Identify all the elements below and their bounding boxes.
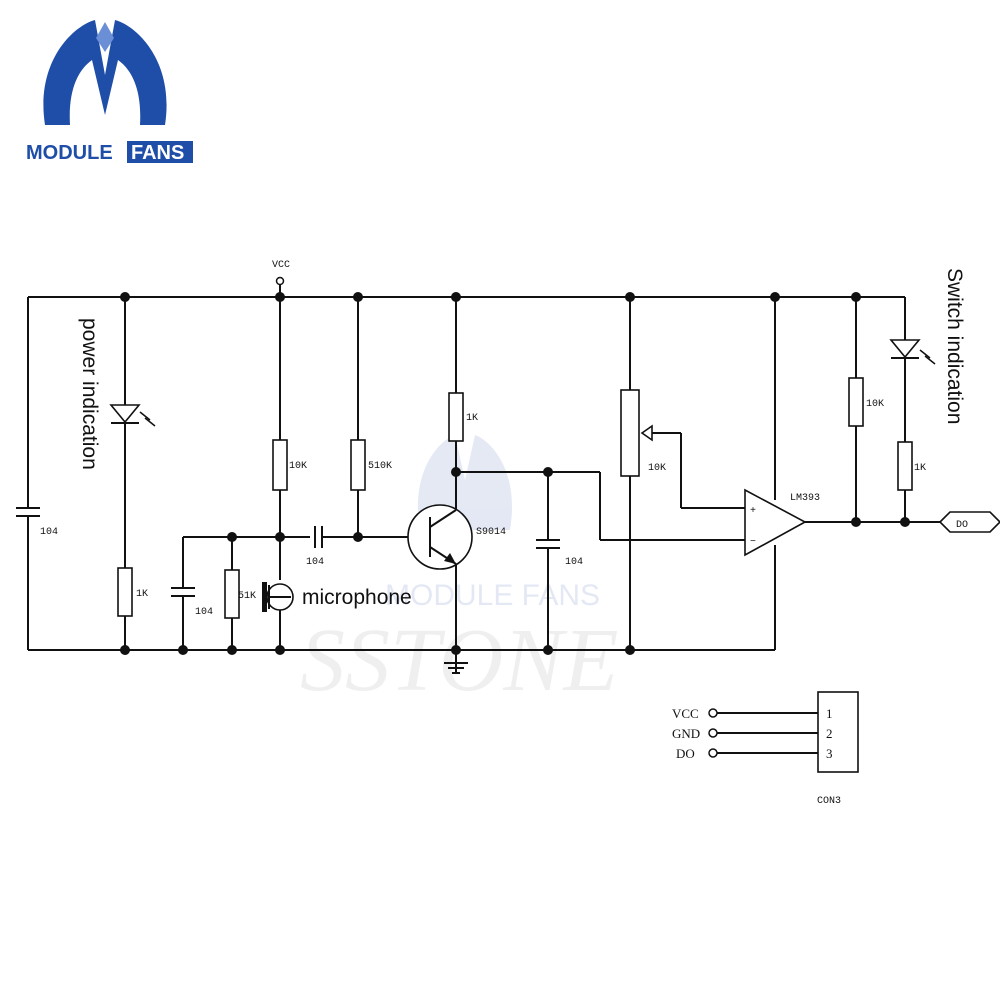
- resistor-power-led: [117, 567, 133, 617]
- conn-pin2-terminal: [708, 728, 718, 738]
- transistor-s9014-icon: [407, 504, 473, 570]
- output-do-tag: [938, 511, 1000, 533]
- logo-text-fans: FANS: [131, 142, 184, 164]
- junction-dots: [120, 292, 910, 655]
- comparator-label: LM393: [790, 493, 820, 504]
- resistor-mic-gnd-label: 51K: [238, 591, 256, 602]
- logo-diamond-icon: [96, 22, 114, 52]
- pot-wiper-arrow-icon: [640, 424, 653, 442]
- comparator-plus: +: [750, 506, 756, 517]
- conn-pin2-num: 2: [826, 726, 833, 741]
- logo-m-shape: [43, 20, 167, 125]
- resistor-switch-led-label: 1K: [914, 463, 926, 474]
- resistor-collector-label: 1K: [466, 413, 478, 424]
- cap-mic-label: 104: [195, 607, 213, 618]
- potentiometer: [620, 389, 640, 477]
- resistor-mic-bias: [272, 439, 288, 491]
- vcc-label: VCC: [272, 260, 290, 271]
- conn-pin1-terminal: [708, 708, 718, 718]
- watermark-script: SSTONE: [300, 611, 618, 710]
- vcc-terminal: [275, 276, 285, 286]
- comparator-lm393-icon: [744, 488, 807, 557]
- conn-pin3-terminal: [708, 748, 718, 758]
- transistor-label: S9014: [476, 527, 506, 538]
- resistor-base: [350, 439, 366, 491]
- microphone-label: microphone: [302, 586, 412, 609]
- cap-power-label: 104: [40, 527, 58, 538]
- cap-collector-label: 104: [565, 557, 583, 568]
- connector-con3: VCC 1 GND 2 DO 3 CON3: [672, 691, 859, 807]
- switch-led-icon: [889, 339, 936, 365]
- logo-text-module: MODULE: [26, 142, 113, 164]
- resistor-switch-led: [897, 441, 913, 491]
- connector-body: [817, 691, 859, 773]
- microphone-icon: [262, 582, 294, 612]
- potentiometer-label: 10K: [648, 463, 666, 474]
- conn-pin2-label: GND: [672, 726, 700, 741]
- logo-fans-box: [127, 141, 193, 163]
- resistor-collector: [448, 392, 464, 442]
- output-do-label: DO: [956, 520, 968, 531]
- resistor-base-label: 510K: [368, 461, 392, 472]
- resistor-power-led-label: 1K: [136, 589, 148, 600]
- resistor-mic-bias-label: 10K: [289, 461, 307, 472]
- conn-pin3-label: DO: [676, 746, 695, 761]
- conn-pin1-label: VCC: [672, 706, 699, 721]
- power-indication-label: power indication: [78, 318, 101, 470]
- switch-indication-label: Switch indication: [943, 268, 966, 424]
- resistor-pullup-label: 10K: [866, 399, 884, 410]
- comparator-minus: −: [750, 537, 756, 548]
- resistor-pullup: [848, 377, 864, 427]
- resistor-mic-gnd: [224, 569, 240, 619]
- power-led-icon: [109, 404, 156, 427]
- watermark-text: MODULE FANS: [385, 579, 600, 612]
- conn-pin3-num: 3: [826, 746, 833, 761]
- module-fans-logo: MODULE FANS: [26, 20, 193, 164]
- cap-coupling-label: 104: [306, 557, 324, 568]
- conn-pin1-num: 1: [826, 706, 833, 721]
- ground-icon: [444, 662, 468, 674]
- connector-name: CON3: [817, 796, 841, 807]
